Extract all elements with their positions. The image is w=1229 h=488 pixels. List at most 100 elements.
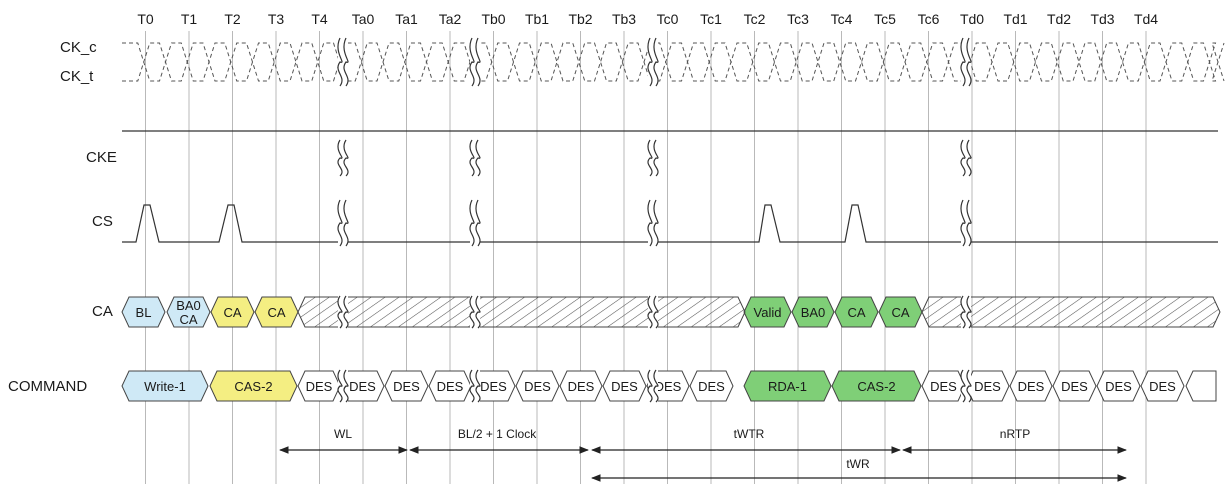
ca-box-label: CA [179,312,197,327]
break-marker [469,369,481,403]
break-marker [960,369,972,403]
command-box-label: DES [655,379,682,394]
ca-box: CA [834,296,879,328]
command-box-label: Write-1 [144,379,186,394]
command-box: Write-1 [121,370,209,402]
tick-label: Tb2 [568,11,592,27]
ca-box-label: CA [847,305,865,320]
measure-nrtp-label: nRTP [1000,427,1030,441]
command-box-label: DES [349,379,376,394]
break-markers [337,37,972,403]
ca-label: CA [92,303,113,320]
command-box-label: DES [611,379,638,394]
tick-label: T3 [268,11,285,27]
break-marker [469,37,481,87]
break-marker [469,199,481,247]
cke-label: CKE [86,149,117,166]
tick-label: Tb1 [525,11,549,27]
command-box-label: DES [1149,379,1176,394]
ck-c-label: CK_c [60,39,97,56]
ca-box-label: CA [891,305,909,320]
break-marker [960,199,972,247]
ck-c-waveform [122,42,1225,82]
tick-label: T2 [224,11,241,27]
tick-label: Tb3 [612,11,636,27]
ca-box: Valid [743,296,792,328]
command-box: DES [1096,370,1141,402]
cs-label: CS [92,213,113,230]
command-box-label: DES [930,379,957,394]
break-marker [960,139,972,177]
command-box: DES [559,370,603,402]
command-box-label: CAS-2 [857,379,895,394]
break-marker [647,199,659,247]
measure-bl-clock-label: BL/2 + 1 Clock [458,427,537,441]
tick-label: T1 [181,11,198,27]
tick-label: Ta0 [352,11,375,27]
ca-box-label: BA0 [176,298,201,313]
measure-twtr-label: tWTR [734,427,765,441]
ca-dont-care [297,296,746,328]
ck-t-waveform [122,42,1225,82]
tick-label: Tc1 [700,11,722,27]
command-box-label: DES [437,379,464,394]
break-marker [469,295,481,329]
ca-box: CA [210,296,255,328]
command-box-label: DES [393,379,420,394]
ca-box-label: BL [136,305,152,320]
command-box: RDA-1 [743,370,832,402]
ca-box-label: BA0 [801,305,826,320]
break-marker [337,139,349,177]
command-box: DES [384,370,429,402]
command-box-label: DES [306,379,333,394]
ca-box: BL [121,296,166,328]
command-box-label: RDA-1 [768,379,807,394]
command-box: DES [1052,370,1097,402]
command-box-label: DES [1061,379,1088,394]
command-box: DES [921,370,966,402]
tick-label: Tc5 [874,11,896,27]
measure-twr-label: tWR [846,457,870,471]
measure-wl-label: WL [334,427,352,441]
break-marker [647,369,659,403]
clock-grid [145,31,1147,484]
ca-dont-care [921,296,1221,328]
clock-waveforms [122,42,1225,82]
tick-label: Ta2 [439,11,462,27]
tick-label: Tc6 [918,11,940,27]
break-marker [960,37,972,87]
break-marker [337,199,349,247]
break-marker [960,295,972,329]
tick-label: Tc4 [831,11,853,27]
break-marker [337,295,349,329]
tick-label: Td4 [1134,11,1158,27]
ck-t-label: CK_t [60,68,94,85]
command-box-label: CAS-2 [234,379,272,394]
command-box: DES [1009,370,1053,402]
tick-label: Td1 [1003,11,1027,27]
command-box-label: DES [1018,379,1045,394]
command-box-partial [1185,370,1217,402]
command-box-label: DES [524,379,551,394]
tick-label: Td3 [1090,11,1114,27]
command-bus: Write-1 CAS-2 DES DES DES DES DES DES DES DES DES D… [121,370,1217,402]
ca-box-label: Valid [754,305,782,320]
command-box-label: DES [480,379,507,394]
ca-box: BA0 [791,296,835,328]
break-marker [647,37,659,87]
command-box-label: DES [974,379,1001,394]
command-box-label: DES [698,379,725,394]
break-marker [337,37,349,87]
command-box-label: DES [1105,379,1132,394]
tick-label: Td0 [960,11,984,27]
tick-label: Tc0 [657,11,679,27]
tick-label: Tc2 [744,11,766,27]
command-box: DES [602,370,647,402]
command-box: CAS-2 [209,370,298,402]
command-box: DES [515,370,560,402]
tick-label: T4 [311,11,328,27]
break-marker [469,139,481,177]
